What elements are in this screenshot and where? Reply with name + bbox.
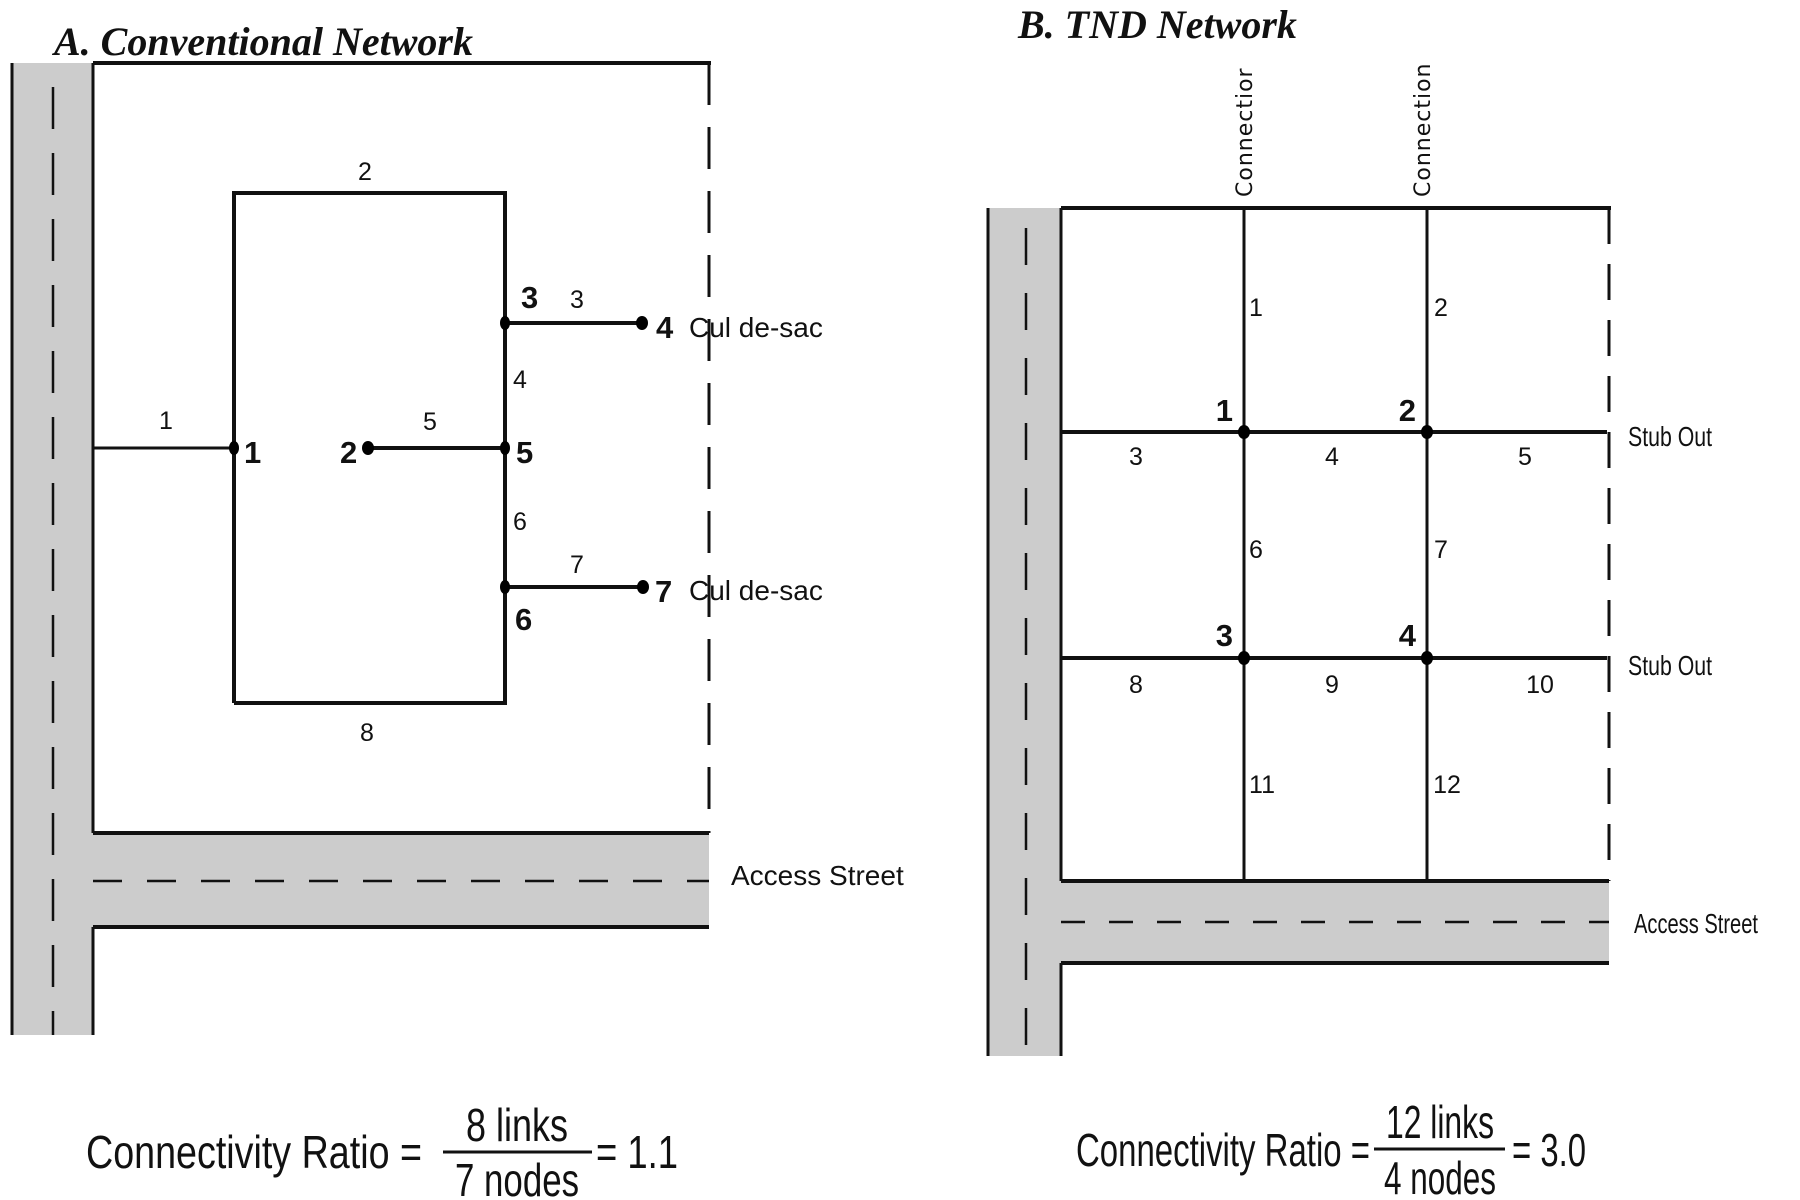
- link-label-b-6: 6: [1249, 536, 1263, 564]
- link-label-b-12: 12: [1433, 771, 1461, 799]
- link-label-a-8: 8: [360, 719, 374, 747]
- panel-tnd: B. TND Network Connectior Connection 1 2…: [986, 2, 1758, 1200]
- formula-prefix-a: Connectivity Ratio =: [86, 1126, 422, 1178]
- link-label-a-2: 2: [358, 158, 372, 186]
- node-label-b-1: 1: [1216, 393, 1233, 428]
- formula-prefix-b: Connectivity Ratio =: [1076, 1124, 1370, 1176]
- link-label-a-4: 4: [513, 366, 527, 394]
- node-a-7: [637, 580, 649, 594]
- link-label-b-2: 2: [1434, 294, 1448, 322]
- node-label-b-3: 3: [1216, 618, 1233, 653]
- panel-conventional: A. Conventional Network 1 2 3 4 5: [10, 19, 904, 1200]
- access-street-b: [1061, 881, 1609, 963]
- formula-result-a: = 1.1: [596, 1126, 678, 1178]
- node-b-3: [1238, 651, 1250, 665]
- formula-numerator-b: 12 links: [1386, 1096, 1494, 1148]
- node-label-a-5: 5: [516, 435, 533, 470]
- link-label-b-10: 10: [1526, 671, 1554, 699]
- access-street-label-a: Access Street: [731, 860, 904, 891]
- panel-b-title: B. TND Network: [1017, 2, 1297, 47]
- node-a-3: [500, 316, 510, 330]
- node-label-a-3: 3: [521, 280, 538, 315]
- connectivity-formula-b: Connectivity Ratio = 12 links 4 nodes = …: [1076, 1096, 1586, 1200]
- formula-numerator-a: 8 links: [466, 1099, 568, 1151]
- link-label-a-6: 6: [513, 508, 527, 536]
- link-label-b-8: 8: [1129, 671, 1143, 699]
- loop-street-a: [232, 191, 507, 705]
- connectivity-formula-a: Connectivity Ratio = 8 links 7 nodes = 1…: [86, 1099, 678, 1200]
- node-b-1: [1238, 425, 1250, 439]
- formula-result-b: = 3.0: [1512, 1124, 1586, 1176]
- node-a-6: [500, 580, 510, 594]
- node-label-a-2: 2: [340, 435, 357, 470]
- cul-de-sac-label-2: Cul de-sac: [689, 575, 823, 606]
- link-label-a-7: 7: [570, 551, 584, 579]
- link-label-a-1: 1: [159, 407, 173, 435]
- connector-label-1: Connectior: [1233, 67, 1258, 197]
- node-label-b-2: 2: [1399, 393, 1416, 428]
- access-street-a: [93, 833, 709, 927]
- node-b-4: [1421, 651, 1433, 665]
- connector-label-2: Connection: [1411, 63, 1436, 197]
- node-label-b-4: 4: [1399, 618, 1417, 653]
- link-label-b-7: 7: [1434, 536, 1448, 564]
- node-label-a-6: 6: [515, 602, 532, 637]
- link-label-a-3: 3: [570, 286, 584, 314]
- link-label-b-11: 11: [1249, 771, 1275, 799]
- node-b-2: [1421, 425, 1433, 439]
- stub-out-label-2: Stub Out: [1628, 650, 1712, 681]
- link-label-a-5: 5: [423, 408, 437, 436]
- node-a-4: [636, 316, 648, 330]
- node-a-2: [362, 441, 374, 455]
- link-label-b-4: 4: [1325, 443, 1339, 471]
- node-a-5: [500, 441, 510, 455]
- collector-road-b: [988, 208, 1061, 1056]
- link-label-b-3: 3: [1129, 443, 1143, 471]
- stub-out-label-1: Stub Out: [1628, 421, 1712, 452]
- node-label-a-7: 7: [655, 574, 672, 609]
- node-label-a-1: 1: [244, 435, 261, 470]
- link-label-b-9: 9: [1325, 671, 1339, 699]
- node-label-a-4: 4: [656, 310, 674, 345]
- formula-denominator-b: 4 nodes: [1384, 1152, 1496, 1200]
- cul-de-sac-label-1: Cul de-sac: [689, 312, 823, 343]
- node-a-1: [229, 441, 239, 455]
- link-label-b-1: 1: [1249, 294, 1263, 322]
- panel-a-title: A. Conventional Network: [51, 19, 473, 64]
- formula-denominator-a: 7 nodes: [455, 1154, 579, 1200]
- link-label-b-5: 5: [1518, 443, 1532, 471]
- access-street-label-b: Access Street: [1634, 908, 1758, 939]
